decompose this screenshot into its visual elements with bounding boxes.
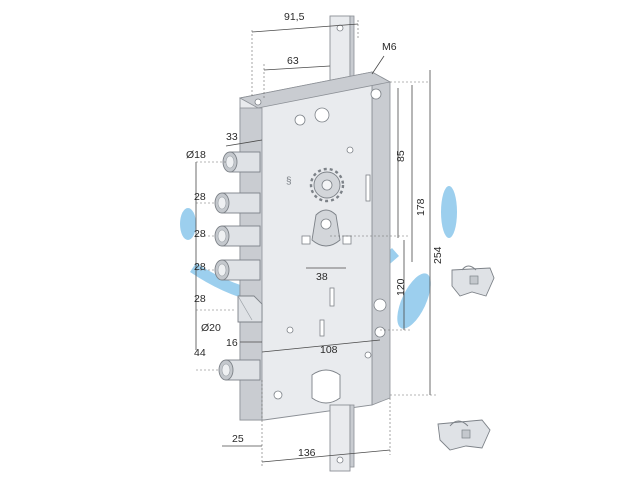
dimension-lines: [195, 20, 436, 468]
latch: [237, 295, 263, 323]
dim-bottom-bolt: 44: [194, 347, 206, 359]
dim-keyhole-width: 38: [316, 271, 328, 283]
dim-width-top: 91,5: [284, 11, 305, 23]
bolt-4: [214, 259, 261, 281]
bolt-1: [222, 151, 261, 173]
svg-text:§: §: [286, 176, 292, 187]
gear: [309, 167, 345, 203]
dim-height-178: 178: [415, 198, 427, 216]
dim-width-inner: 63: [287, 55, 299, 67]
dim-height-120: 120: [395, 278, 407, 296]
dim-pitch-1: 28: [194, 191, 206, 203]
strike-plate-bottom: [437, 419, 491, 451]
dim-height-254: 254: [432, 246, 444, 264]
bolt-3: [214, 225, 261, 247]
bolts: [214, 151, 263, 381]
dim-pitch-4: 28: [194, 293, 206, 305]
dim-pitch-3: 28: [194, 261, 206, 273]
bolt-bottom: [218, 359, 261, 381]
dim-bottom-width: 136: [298, 447, 316, 459]
dim-screw: M6: [382, 41, 397, 53]
bottom-tongue: [329, 404, 355, 472]
dim-latch-offset: 16: [226, 337, 238, 349]
lock-body: §: [238, 71, 392, 421]
dimension-labels: 91,5 63 M6 33 Ø18 28 28 28 28 Ø20 16 44 …: [186, 11, 444, 459]
bolt-2: [214, 192, 261, 214]
dim-bolt-offset: 33: [226, 131, 238, 143]
dim-latch-diameter: Ø20: [201, 322, 221, 334]
keyhole: [301, 209, 352, 247]
dim-front-width: 25: [232, 433, 244, 445]
dim-center-width: 108: [320, 344, 338, 356]
dim-bolt-diameter: Ø18: [186, 149, 206, 161]
strike-plate-top: [451, 265, 495, 297]
dim-pitch-2: 28: [194, 228, 206, 240]
dim-height-85: 85: [395, 150, 407, 162]
